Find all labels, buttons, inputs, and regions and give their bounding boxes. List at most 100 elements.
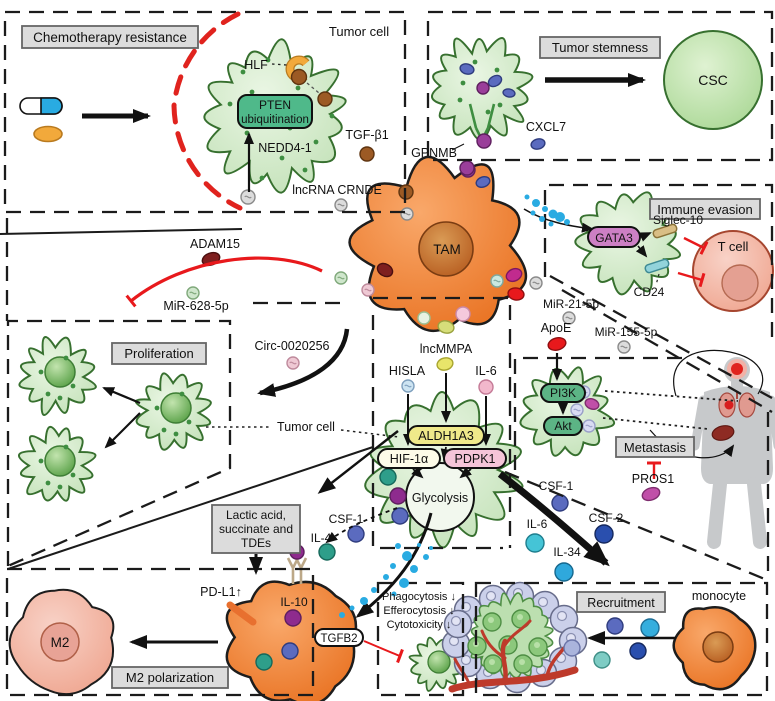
granule-icon [485,109,491,115]
molecule-dot-icon [281,642,299,660]
label-apoe: ApoE [541,321,572,335]
signal-dot-icon [542,206,548,212]
molecule-dot-icon [593,651,611,669]
vesicle-icon [505,267,523,283]
signal-dot-icon [555,212,565,222]
label-m2-polarization: M2 polarization [126,670,214,685]
label-adam15: ADAM15 [190,237,240,251]
molecule-dot-icon [554,562,574,582]
label-cxcl7: CXCL7 [526,120,566,134]
signal-dot-trail [339,194,570,618]
molecule-dot-icon [476,81,490,95]
molecule-dot-icon [640,618,660,638]
molecule-dot-icon [255,653,273,671]
tumor-mass-cell-icon [549,604,579,634]
label-monocyte: monocyte [692,589,746,603]
tumor-mass-cell-icon [443,609,473,639]
signal-dot-icon [349,605,355,611]
arrow-circ0020256 [257,328,350,397]
tumor-mass-nucleus-icon [482,612,502,632]
label-cd24: CD24 [634,285,665,299]
vesicle-icon [530,138,546,150]
vesicle-icon [459,63,475,75]
label-hlf: HLF [244,58,268,72]
molecule-dot-icon [629,642,647,660]
label-pros1: PROS1 [632,472,674,486]
signal-dot-icon [395,543,401,549]
exosome-icon [334,271,348,285]
signal-dot-icon [429,546,433,550]
label-il10: IL-10 [280,595,308,609]
granule-icon [265,57,271,63]
molecule-dot-icon [459,160,475,176]
tablet-pill-icon [33,125,63,143]
granule-icon [259,175,265,181]
vesicle-icon [376,262,394,278]
granule-icon [45,391,51,397]
pi3k-akt-cell [519,366,616,457]
signal-dot-icon [548,221,554,227]
label-cytotoxicity: Cytotoxicity ↓ [387,619,452,631]
molecule-dot-icon [525,533,545,553]
granule-icon [302,167,308,173]
akt-box [543,416,583,436]
granule-icon [227,101,233,107]
signal-dot-icon [423,554,429,560]
label-siglec10: Siglec-10 [653,213,703,227]
vesicle-icon [317,91,333,107]
arrow-exosome-stream [523,208,594,233]
molecule-dot-icon [379,468,397,486]
granule-icon [57,395,63,401]
molecule-dot-icon [318,543,336,561]
arrow-prolif-1 [102,386,141,405]
m2-cell [8,588,115,696]
exosome-icon [334,198,348,212]
label-csf1-right: CSF-1 [539,479,574,493]
granule-icon [279,155,285,161]
granule-icon [460,80,466,86]
granule-icon [313,139,319,145]
tumor-mass-nuclei [467,609,548,674]
granule-icon [240,69,246,75]
signal-dot-icon [417,543,421,547]
exosome-icon [361,283,375,297]
label-il34: IL-34 [553,545,581,559]
arrow-tgfb2 [355,512,433,618]
proliferating-cell-2 [134,372,212,451]
vesicle-icon [475,176,491,188]
granule-icon [472,59,478,65]
csc-cell [663,30,763,130]
vesicle-icon [359,146,375,162]
label-tcell: T cell [718,239,749,254]
panel-center-tumor [371,296,512,550]
exosome-icon [617,340,631,354]
signal-dot-icon [539,216,545,222]
inhibit-cd24-tcell [677,271,706,288]
pdpk1-box [443,448,507,469]
label-pdl1: PD-L1↑ [200,585,242,599]
label-il6-top: IL-6 [475,364,497,378]
molecule-dot-icon [284,609,302,627]
arrow-gata3-cd24 [635,245,648,258]
molecule-dot-icon [563,639,581,657]
label-nedd4: NEDD4-1 [258,141,312,155]
label-stemness: Tumor stemness [552,40,649,55]
molecule-dot-icon [389,487,407,505]
label-recruitment: Recruitment [587,596,655,610]
gpnmb-pointer [451,143,465,151]
panel-proliferation [6,319,232,568]
granule-icon [494,67,500,73]
label-csf1-left: CSF-1 [329,512,364,526]
panel-recruitment [474,581,769,697]
molecule-dot-icon [347,525,365,543]
separator-bottom-left [7,446,374,570]
label-lactic-1: Lactic acid, [226,508,286,522]
label-akt: Akt [554,419,572,433]
inhibit-adam15 [125,256,323,308]
molecule-dot-icon [417,311,431,325]
exosome-icon [286,356,300,370]
dashed-hlf-vesicle [306,82,320,94]
exosome-icon [529,276,543,290]
label-il4: IL-4 [311,531,332,545]
proliferating-cell-3 [18,426,97,502]
